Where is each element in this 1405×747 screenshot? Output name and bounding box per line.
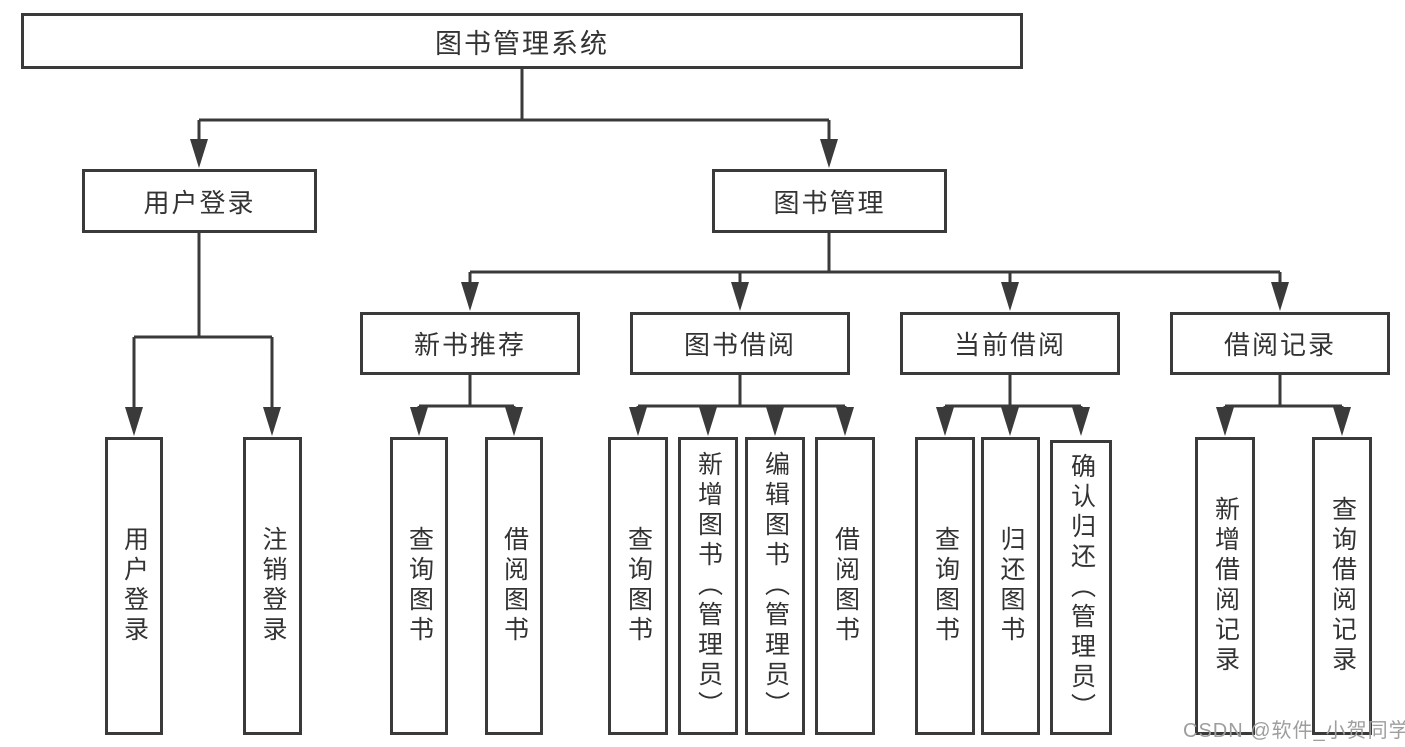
- leaf-query-books-borrow: 查询图书: [608, 437, 668, 735]
- node-new-book-recommend: 新书推荐: [360, 312, 580, 375]
- node-current-borrowing: 当前借阅: [900, 312, 1120, 375]
- leaf-add-borrow-record: 新增借阅记录: [1195, 437, 1255, 735]
- leaf-user-login-label: 用户登录: [120, 526, 149, 646]
- leaf-add-book-admin: 新增图书（管理员）: [678, 437, 738, 735]
- node-book-management-label: 图书管理: [773, 187, 886, 218]
- leaf-add-book-admin-label: 新增图书（管理员）: [694, 451, 723, 721]
- leaf-logout: 注销登录: [243, 437, 302, 735]
- leaf-query-borrow-record: 查询借阅记录: [1312, 437, 1372, 735]
- node-book-borrowing-label: 图书借阅: [683, 330, 796, 360]
- leaf-confirm-return-admin: 确认归还（管理员）: [1050, 440, 1112, 735]
- arrowhead-icons: [125, 139, 1351, 436]
- leaf-query-books-recommend-label: 查询图书: [405, 526, 434, 646]
- csdn-watermark: CSDN @软件_小贺同学: [1183, 720, 1405, 742]
- leaf-borrow-books: 借阅图书: [815, 437, 875, 735]
- node-user-login: 用户登录: [82, 169, 317, 233]
- node-current-borrowing-label: 当前借阅: [953, 330, 1066, 360]
- node-new-book-recommend-label: 新书推荐: [413, 330, 526, 360]
- leaf-edit-book-admin: 编辑图书（管理员）: [745, 437, 805, 735]
- leaf-borrow-books-label: 借阅图书: [831, 526, 860, 646]
- leaf-query-books-current: 查询图书: [915, 437, 975, 735]
- node-root: 图书管理系统: [21, 13, 1023, 69]
- node-user-login-label: 用户登录: [143, 187, 256, 218]
- leaf-confirm-return-admin-label: 确认归还（管理员）: [1067, 452, 1096, 723]
- leaf-logout-label: 注销登录: [259, 526, 287, 646]
- node-borrowing-records-label: 借阅记录: [1223, 330, 1336, 360]
- leaf-query-books-recommend: 查询图书: [390, 437, 448, 735]
- node-borrowing-records: 借阅记录: [1170, 312, 1390, 375]
- leaf-user-login: 用户登录: [105, 437, 163, 735]
- leaf-query-borrow-record-label: 查询借阅记录: [1328, 496, 1357, 676]
- leaf-return-book: 归还图书: [981, 437, 1040, 735]
- node-root-label: 图书管理系统: [435, 28, 609, 59]
- leaf-add-borrow-record-label: 新增借阅记录: [1211, 496, 1240, 676]
- leaf-borrow-books-recommend: 借阅图书: [485, 437, 543, 735]
- node-book-borrowing: 图书借阅: [630, 312, 850, 375]
- leaf-borrow-books-recommend-label: 借阅图书: [500, 526, 529, 646]
- leaf-query-books-borrow-label: 查询图书: [624, 526, 653, 646]
- leaf-query-books-current-label: 查询图书: [931, 526, 960, 646]
- leaf-edit-book-admin-label: 编辑图书（管理员）: [761, 451, 790, 721]
- leaf-return-book-label: 归还图书: [997, 526, 1025, 646]
- node-book-management: 图书管理: [712, 169, 947, 233]
